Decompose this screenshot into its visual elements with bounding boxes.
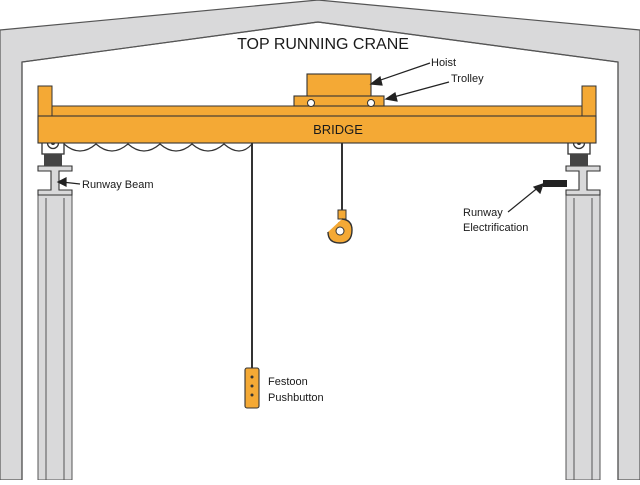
diagram-title: TOP RUNNING CRANE	[237, 36, 409, 53]
bridge-girder	[37, 115, 597, 144]
festoon-cable	[63, 143, 253, 152]
leader-lines	[56, 62, 544, 213]
crane-hook	[327, 209, 353, 244]
hoist	[306, 73, 372, 99]
bridge-label: BRIDGE	[313, 122, 363, 137]
left-column	[37, 194, 73, 481]
bridge-left-post	[37, 85, 53, 117]
bridge-right-post	[581, 85, 597, 117]
pushbutton-pendant	[244, 367, 260, 409]
trolley	[293, 95, 385, 107]
label-pushbutton: Pushbutton	[268, 392, 324, 404]
trolley-rail	[51, 105, 583, 117]
label-runway-electrification-1: Runway	[463, 207, 503, 219]
label-festoon: Festoon	[268, 376, 308, 388]
label-runway-electrification-2: Electrification	[463, 222, 528, 234]
left-runway-beam	[37, 165, 73, 196]
label-hoist: Hoist	[431, 57, 456, 69]
building-inner-edge	[21, 21, 619, 480]
trolley-wheel-left	[307, 99, 315, 107]
right-runway-beam	[565, 165, 601, 196]
runway-electrification-bar	[543, 180, 567, 187]
label-runway-beam: Runway Beam	[82, 179, 154, 191]
trolley-wheel-right	[367, 99, 375, 107]
label-trolley: Trolley	[451, 73, 484, 85]
right-column	[565, 194, 601, 481]
